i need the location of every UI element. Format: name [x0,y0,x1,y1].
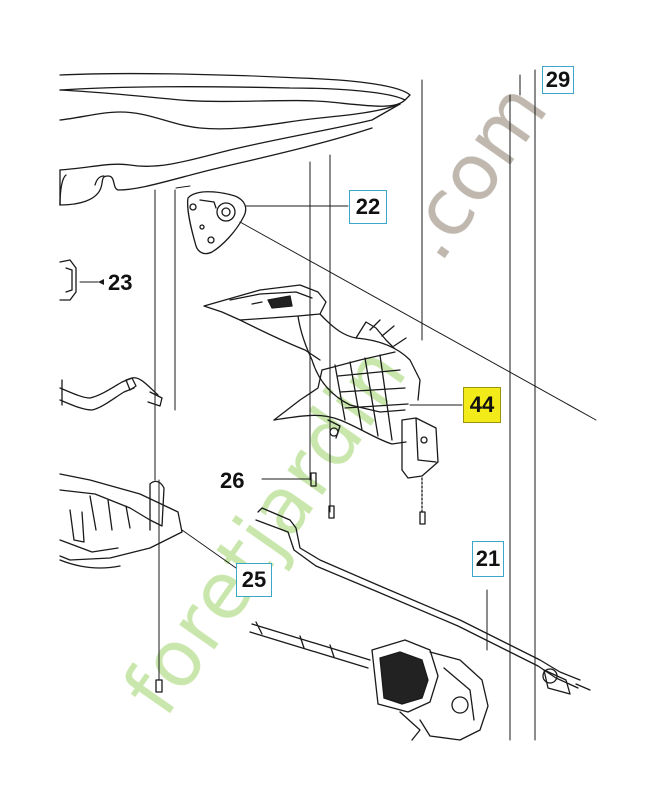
callout-22: 22 [349,190,387,224]
callout-29: 29 [542,66,574,94]
part-21-rod [255,507,591,695]
mower-deck [59,72,411,206]
callout-44: 44 [463,387,501,423]
part-25-base [59,473,183,569]
part-23-bracket [59,259,77,301]
handle-rod [59,377,163,411]
screws [155,472,426,693]
callout-23: 23 [108,270,133,295]
part-44-deflector [203,284,439,479]
callout-26: 26 [220,468,245,493]
leader-arrows [98,279,104,285]
drive-shaft [249,621,371,669]
callout-25: 25 [236,563,272,597]
callout-21: 21 [472,541,504,577]
part-22-bracket [186,191,247,255]
svg-text:.com: .com [382,67,566,275]
leader-lines [79,205,488,651]
motor-assembly [371,639,489,741]
frame-lines [154,69,597,741]
